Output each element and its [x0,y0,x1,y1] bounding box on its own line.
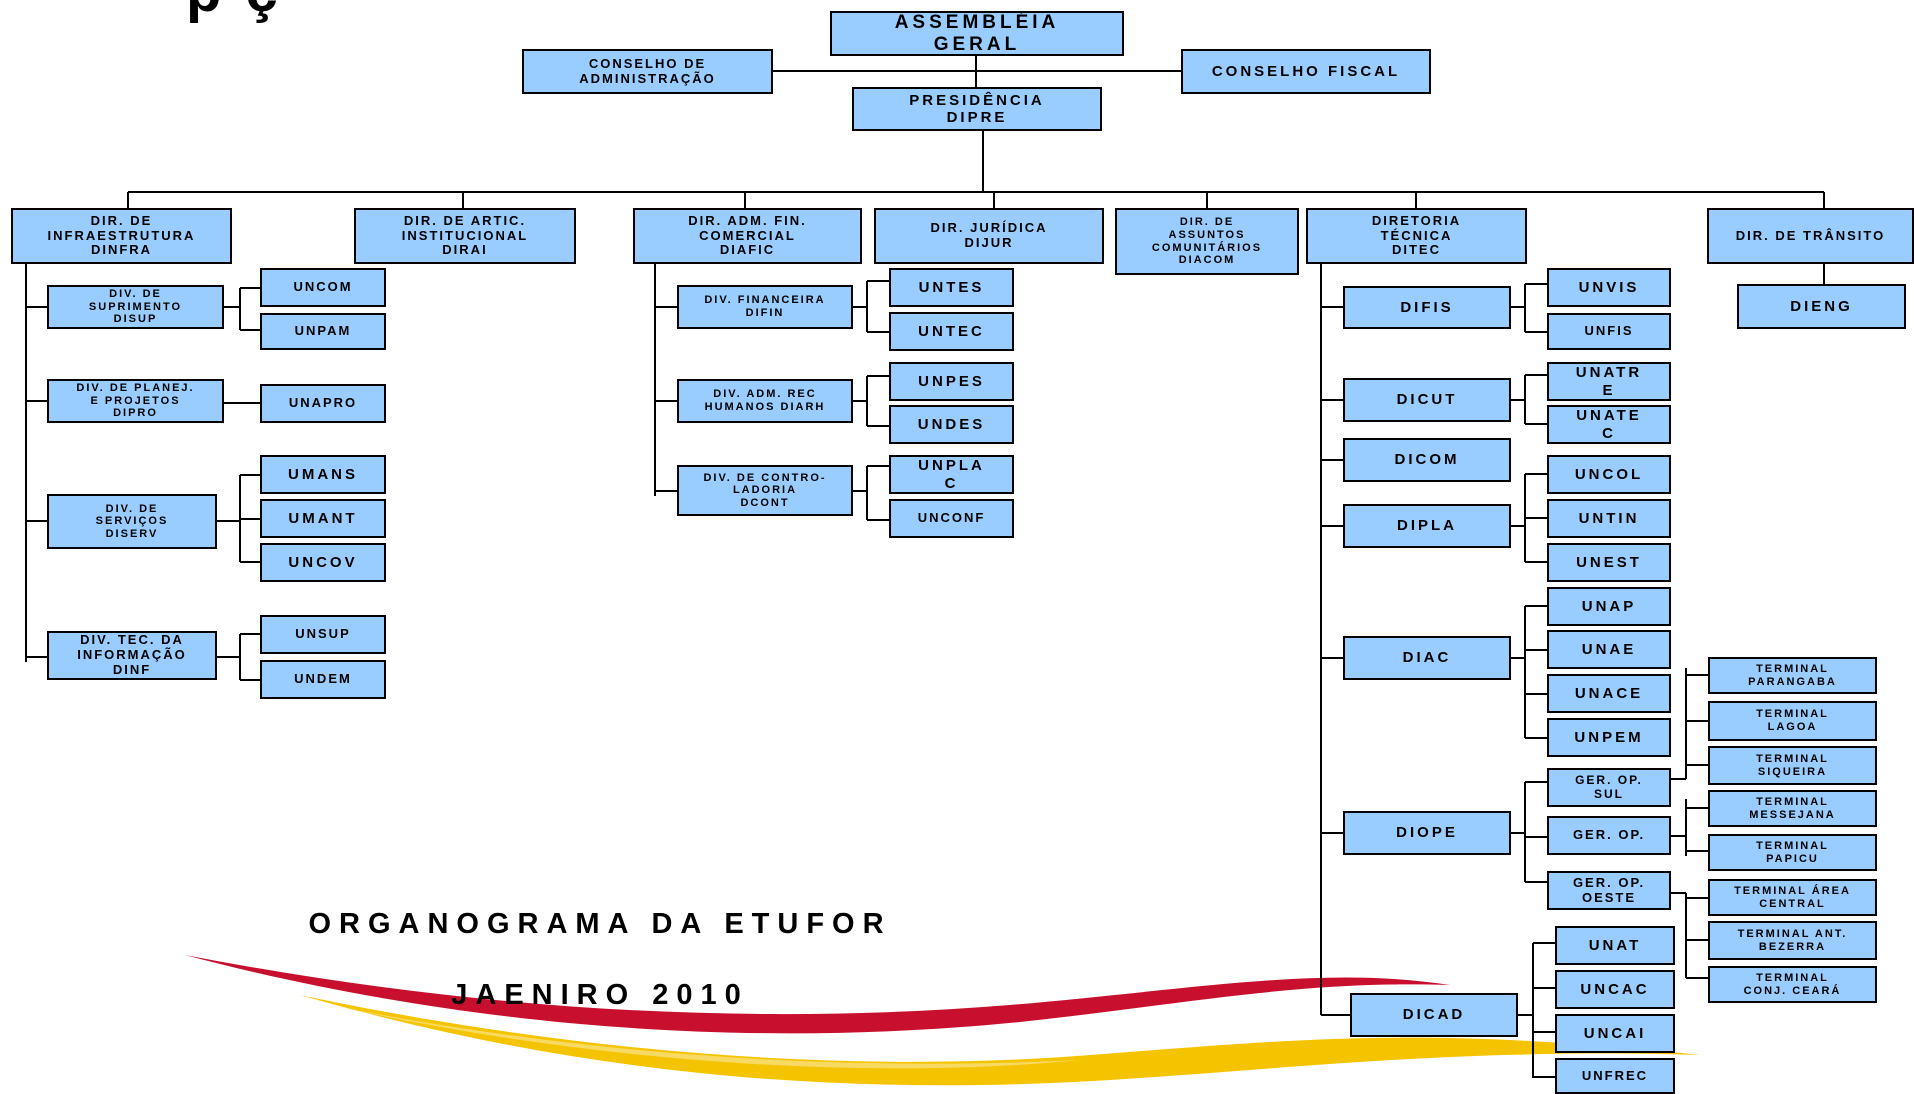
unit-unatre-box: UNATR E [1547,362,1671,401]
dir-ditec-box: DIRETORIA TÉCNICA DITEC [1306,208,1527,264]
unit-unest-box: UNEST [1547,543,1671,582]
caption-line-1: ORGANOGRAMA DA ETUFOR [308,908,892,941]
terminal-parangaba-box: TERMINAL PARANGABA [1708,657,1877,694]
unit-unae-box: UNAE [1547,630,1671,669]
terminal-papicu-box: TERMINAL PAPICU [1708,834,1877,871]
div-disup-box: DIV. DE SUPRIMENTO DISUP [47,285,224,329]
div-diac-box: DIAC [1343,636,1511,680]
unit-uncac-box: UNCAC [1555,970,1675,1009]
unit-undem-box: UNDEM [260,660,386,699]
unit-unatec-box: UNATE C [1547,405,1671,444]
unit-uncol-box: UNCOL [1547,455,1671,494]
unit-unvis-box: UNVIS [1547,268,1671,307]
conselho-administracao-box: CONSELHO DE ADMINISTRAÇÃO [522,49,773,94]
presidencia-box: PRESIDÊNCIA DIPRE [852,87,1102,131]
unit-untec-box: UNTEC [889,312,1014,351]
unit-umans-box: UMANS [260,455,386,494]
conselho-fiscal-box: CONSELHO FISCAL [1181,49,1431,94]
div-difin-box: DIV. FINANCEIRA DIFIN [677,285,853,329]
unit-untes-box: UNTES [889,268,1014,307]
unit-undes-box: UNDES [889,405,1014,444]
terminal-conj-ceara-box: TERMINAL CONJ. CEARÁ [1708,966,1877,1003]
unit-unpes-box: UNPES [889,362,1014,401]
cut-page-title: p ç [186,0,282,25]
div-diope-box: DIOPE [1343,811,1511,855]
dir-dirai-box: DIR. DE ARTIC. INSTITUCIONAL DIRAI [354,208,576,264]
unit-unpem-box: UNPEM [1547,718,1671,757]
organograma-title: ORGANOGRAMA DA ETUFOR JAENIRO 2010 [300,872,900,1049]
terminal-ant-bezerra-box: TERMINAL ANT. BEZERRA [1708,921,1877,960]
unit-uncov-box: UNCOV [260,543,386,582]
unit-ger-op-sul-box: GER. OP. SUL [1547,768,1671,807]
div-dipla-box: DIPLA [1343,504,1511,548]
dir-transito-box: DIR. DE TRÂNSITO [1707,208,1914,264]
unit-unconf-box: UNCONF [889,499,1014,538]
unit-unpam-box: UNPAM [260,313,386,350]
unit-unat-box: UNAT [1555,926,1675,965]
div-diarh-box: DIV. ADM. REC HUMANOS DIARH [677,379,853,423]
terminal-siqueira-box: TERMINAL SIQUEIRA [1708,746,1877,785]
div-dipro-box: DIV. DE PLANEJ. E PROJETOS DIPRO [47,379,224,423]
div-dinf-box: DIV. TEC. DA INFORMAÇÃO DINF [47,631,217,680]
dir-dinfra-box: DIR. DE INFRAESTRUTURA DINFRA [11,208,232,264]
div-diserv-box: DIV. DE SERVIÇOS DISERV [47,494,217,549]
unit-unace-box: UNACE [1547,674,1671,713]
div-dicom-box: DICOM [1343,438,1511,482]
dir-diafic-box: DIR. ADM. FIN. COMERCIAL DIAFIC [633,208,862,264]
div-difis-box: DIFIS [1343,286,1511,329]
terminal-lagoa-box: TERMINAL LAGOA [1708,701,1877,741]
unit-ger-op-box: GER. OP. [1547,816,1671,855]
unit-dieng-box: DIENG [1737,284,1906,329]
terminal-messejana-box: TERMINAL MESSEJANA [1708,790,1877,827]
unit-ger-op-oeste-box: GER. OP. OESTE [1547,871,1671,910]
dir-dijur-box: DIR. JURÍDICA DIJUR [874,208,1104,264]
caption-line-2: JAENIRO 2010 [451,979,749,1012]
div-dicut-box: DICUT [1343,378,1511,422]
div-dcont-box: DIV. DE CONTRO- LADORIA DCONT [677,465,853,516]
unit-unfis-box: UNFIS [1547,313,1671,350]
terminal-area-central-box: TERMINAL ÁREA CENTRAL [1708,879,1877,916]
unit-umant-box: UMANT [260,499,386,538]
unit-unplac-box: UNPLA C [889,455,1014,494]
assembleia-geral-box: ASSEMBLÉIA GERAL [830,11,1124,56]
dir-diacom-box: DIR. DE ASSUNTOS COMUNITÁRIOS DIACOM [1115,208,1299,275]
unit-unsup-box: UNSUP [260,615,386,654]
unit-uncai-box: UNCAI [1555,1014,1675,1053]
unit-unfrec-box: UNFREC [1555,1058,1675,1094]
unit-uncom-box: UNCOM [260,268,386,307]
unit-untin-box: UNTIN [1547,499,1671,538]
unit-unapro-box: UNAPRO [260,384,386,423]
div-dicad-box: DICAD [1350,993,1518,1037]
unit-unap-box: UNAP [1547,587,1671,626]
